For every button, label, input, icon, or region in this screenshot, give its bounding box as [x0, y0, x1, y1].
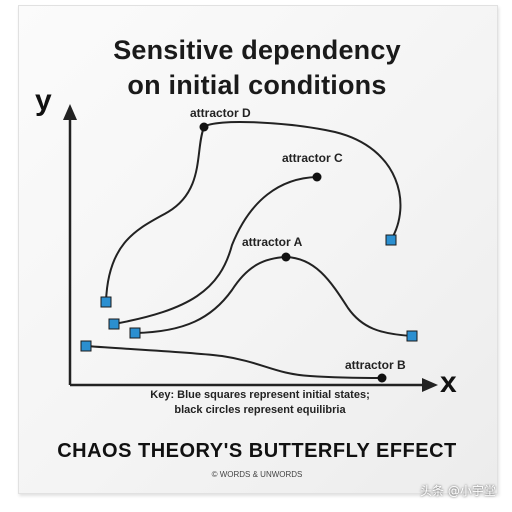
initial-state-square-a — [129, 327, 141, 339]
footer-title: CHAOS THEORY'S BUTTERFLY EFFECT — [57, 440, 457, 462]
equilibrium-circle-c — [312, 172, 322, 182]
key-line-1: Key: Blue squares represent initial stat… — [150, 389, 370, 401]
y-axis-arrowhead — [63, 104, 77, 120]
trajectory-a — [134, 255, 413, 337]
napkin-background — [18, 5, 498, 494]
attractor-d-label: attractor D — [190, 106, 251, 120]
equilibrium-circle-a — [281, 252, 291, 262]
trajectory-c — [113, 176, 318, 325]
attractor-c-label: attractor C — [282, 151, 343, 165]
initial-state-square-c — [108, 318, 120, 330]
watermark: 头条 @小宇堂 — [420, 484, 496, 498]
initial-state-square-d-end — [385, 234, 397, 246]
y-axis-label: y — [35, 84, 52, 117]
initial-state-square-b — [80, 340, 92, 352]
x-axis-label: x — [440, 366, 457, 399]
trajectory-d — [105, 121, 402, 303]
attractor-a-label: attractor A — [242, 235, 303, 249]
copyright-text: © WORDS & UNWORDS — [211, 470, 303, 479]
equilibrium-circle-b — [377, 373, 387, 383]
x-axis-arrowhead — [422, 378, 438, 392]
title-line-2: on initial conditions — [127, 70, 387, 100]
title-line-1: Sensitive dependency — [113, 35, 401, 65]
attractor-b-label: attractor B — [345, 358, 406, 372]
initial-state-square-a-end — [406, 330, 418, 342]
initial-state-square-d — [100, 296, 112, 308]
trajectory-b — [85, 345, 383, 379]
key-line-2: black circles represent equilibria — [174, 404, 346, 416]
equilibrium-circle-d — [199, 122, 209, 132]
